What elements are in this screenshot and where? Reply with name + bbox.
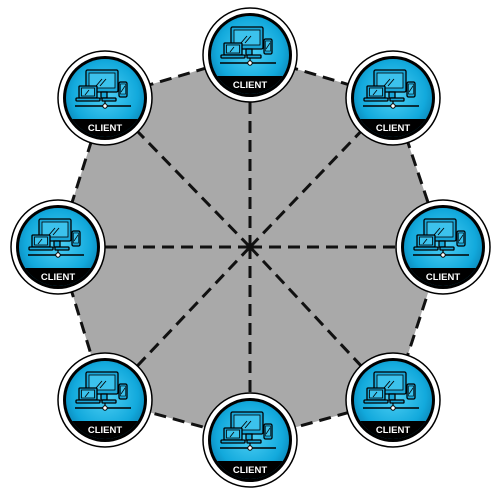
- computer-laptop-phone-icon: [413, 218, 469, 258]
- client-node-bottom[interactable]: CLIENT: [202, 392, 298, 488]
- client-node-bottom-right[interactable]: CLIENT: [345, 352, 441, 448]
- client-label: CLIENT: [233, 465, 268, 476]
- computer-laptop-phone-icon: [220, 26, 276, 66]
- client-label: CLIENT: [88, 123, 123, 134]
- computer-laptop-phone-icon: [28, 218, 84, 258]
- computer-laptop-phone-icon: [75, 371, 131, 411]
- client-label: CLIENT: [376, 123, 411, 134]
- client-node-top-right[interactable]: CLIENT: [345, 50, 441, 146]
- client-label: CLIENT: [88, 425, 123, 436]
- computer-laptop-phone-icon: [363, 371, 419, 411]
- client-label: CLIENT: [426, 272, 461, 283]
- client-node-top[interactable]: CLIENT: [202, 7, 298, 103]
- computer-laptop-phone-icon: [75, 69, 131, 109]
- computer-laptop-phone-icon: [363, 69, 419, 109]
- computer-laptop-phone-icon: [220, 411, 276, 451]
- client-node-right[interactable]: CLIENT: [395, 199, 491, 295]
- client-node-left[interactable]: CLIENT: [10, 199, 106, 295]
- client-nodes: CLIENT CLIENT CLIENT CLIENT CLIENT CLIENT CLIE…: [10, 7, 491, 488]
- client-label: CLIENT: [376, 425, 411, 436]
- client-label: CLIENT: [41, 272, 76, 283]
- client-label: CLIENT: [233, 80, 268, 91]
- client-node-bottom-left[interactable]: CLIENT: [57, 352, 153, 448]
- client-node-top-left[interactable]: CLIENT: [57, 50, 153, 146]
